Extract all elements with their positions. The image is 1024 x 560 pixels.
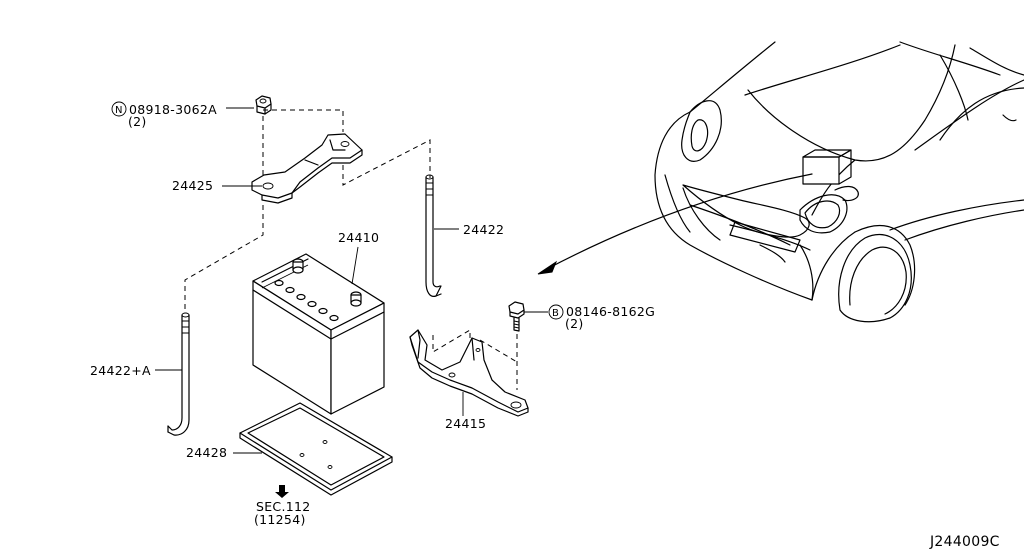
bolt-quantity: (2)	[565, 316, 584, 331]
bolt-callout: B 08146-8162G (2)	[524, 304, 655, 331]
right-rod-label: 24422	[463, 222, 504, 237]
lower-bracket	[409, 329, 529, 417]
upper-bracket-label: 24425	[172, 178, 213, 193]
section-reference: SEC.112 (11254)	[254, 485, 311, 527]
section-ref-line1: SEC.112	[256, 499, 311, 514]
tray-label: 24428	[186, 445, 227, 460]
car-illustration	[654, 41, 1024, 323]
location-arrow	[537, 173, 813, 275]
nut-quantity: (2)	[128, 114, 147, 129]
nut-icon	[255, 95, 272, 115]
bolt-icon	[508, 301, 525, 332]
left-hook-rod	[167, 312, 190, 436]
section-ref-line2: (11254)	[254, 512, 306, 527]
nut-symbol: N	[115, 105, 123, 116]
nut-callout: N 08918-3062A (2)	[111, 101, 254, 129]
diagram-id: J244009C	[929, 534, 1000, 550]
battery-illustration	[252, 253, 385, 415]
lower-bracket-label: 24415	[445, 416, 486, 431]
nut-symbol-circle	[111, 101, 127, 117]
bolt-symbol-circle	[548, 304, 564, 320]
nut-part-number: 08918-3062A	[129, 102, 217, 117]
right-hook-rod	[425, 174, 442, 297]
left-rod-label: 24422+A	[90, 363, 151, 378]
upper-bracket	[251, 133, 363, 204]
battery-tray	[239, 402, 393, 496]
bolt-symbol: B	[552, 308, 559, 319]
bolt-part-number: 08146-8162G	[566, 304, 655, 319]
battery-label: 24410	[338, 230, 379, 245]
